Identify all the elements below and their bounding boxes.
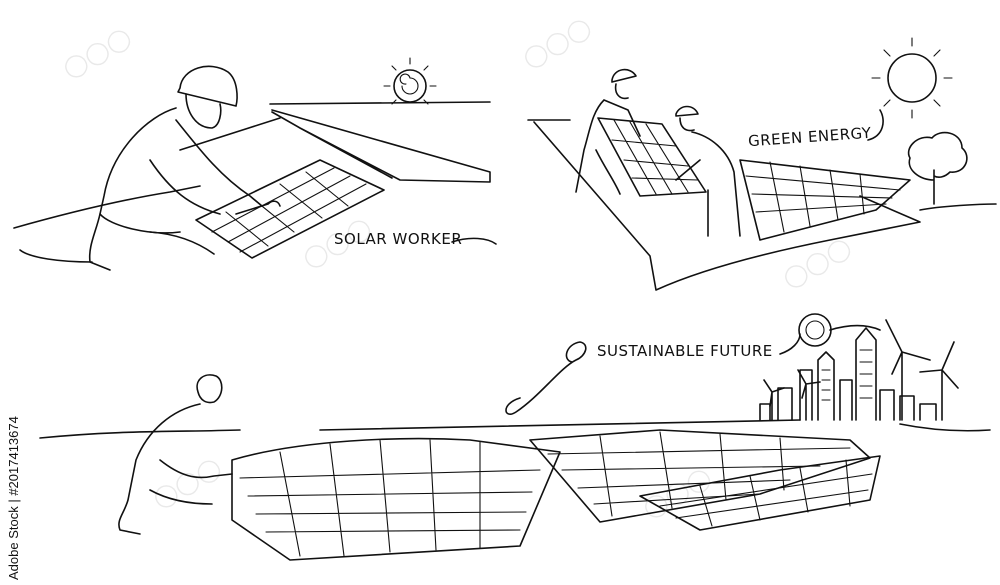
head [185,93,222,129]
leg [88,213,215,271]
hard-hat [611,68,637,83]
arm [149,119,263,215]
hard-hat [675,105,699,117]
roof-outline [527,119,921,291]
wind-turbine-icon [763,319,959,421]
ground-line [13,185,201,263]
green-energy-scene [527,37,997,291]
sustainable-future-scene [39,313,991,561]
panel-array [231,437,561,561]
sun-icon [871,37,953,119]
sun-icon [383,57,437,105]
worker-one [575,83,641,195]
wrench [235,200,281,215]
sun-icon [798,313,832,347]
two-workers [575,68,741,237]
solar-panel [195,159,385,259]
panel-array [639,455,881,531]
ground-line [919,203,997,211]
panel-array [739,159,911,241]
stock-id-text: Adobe Stock | #2017413674 [6,416,21,580]
city-skyline [759,327,937,421]
caption-leader [451,237,497,245]
horizon-line [39,419,991,439]
kneeling-worker [118,374,233,535]
hard-hat [177,65,238,107]
caption-leader [867,109,884,141]
caption-sustainable-future: SUSTAINABLE FUTURE [597,342,773,360]
solar-panel [597,117,707,197]
kneeling-worker [88,65,281,271]
body [118,403,233,535]
tree-icon [907,131,968,205]
stock-id-label: Adobe Stock | #2017413674 [4,290,24,580]
torso [99,107,181,234]
caption-leader [505,324,881,415]
caption-solar-worker: SOLAR WORKER [334,230,463,248]
worker-two [675,117,741,237]
solar-worker-scene [13,57,497,271]
roof-outline [179,101,491,183]
head [196,374,223,404]
